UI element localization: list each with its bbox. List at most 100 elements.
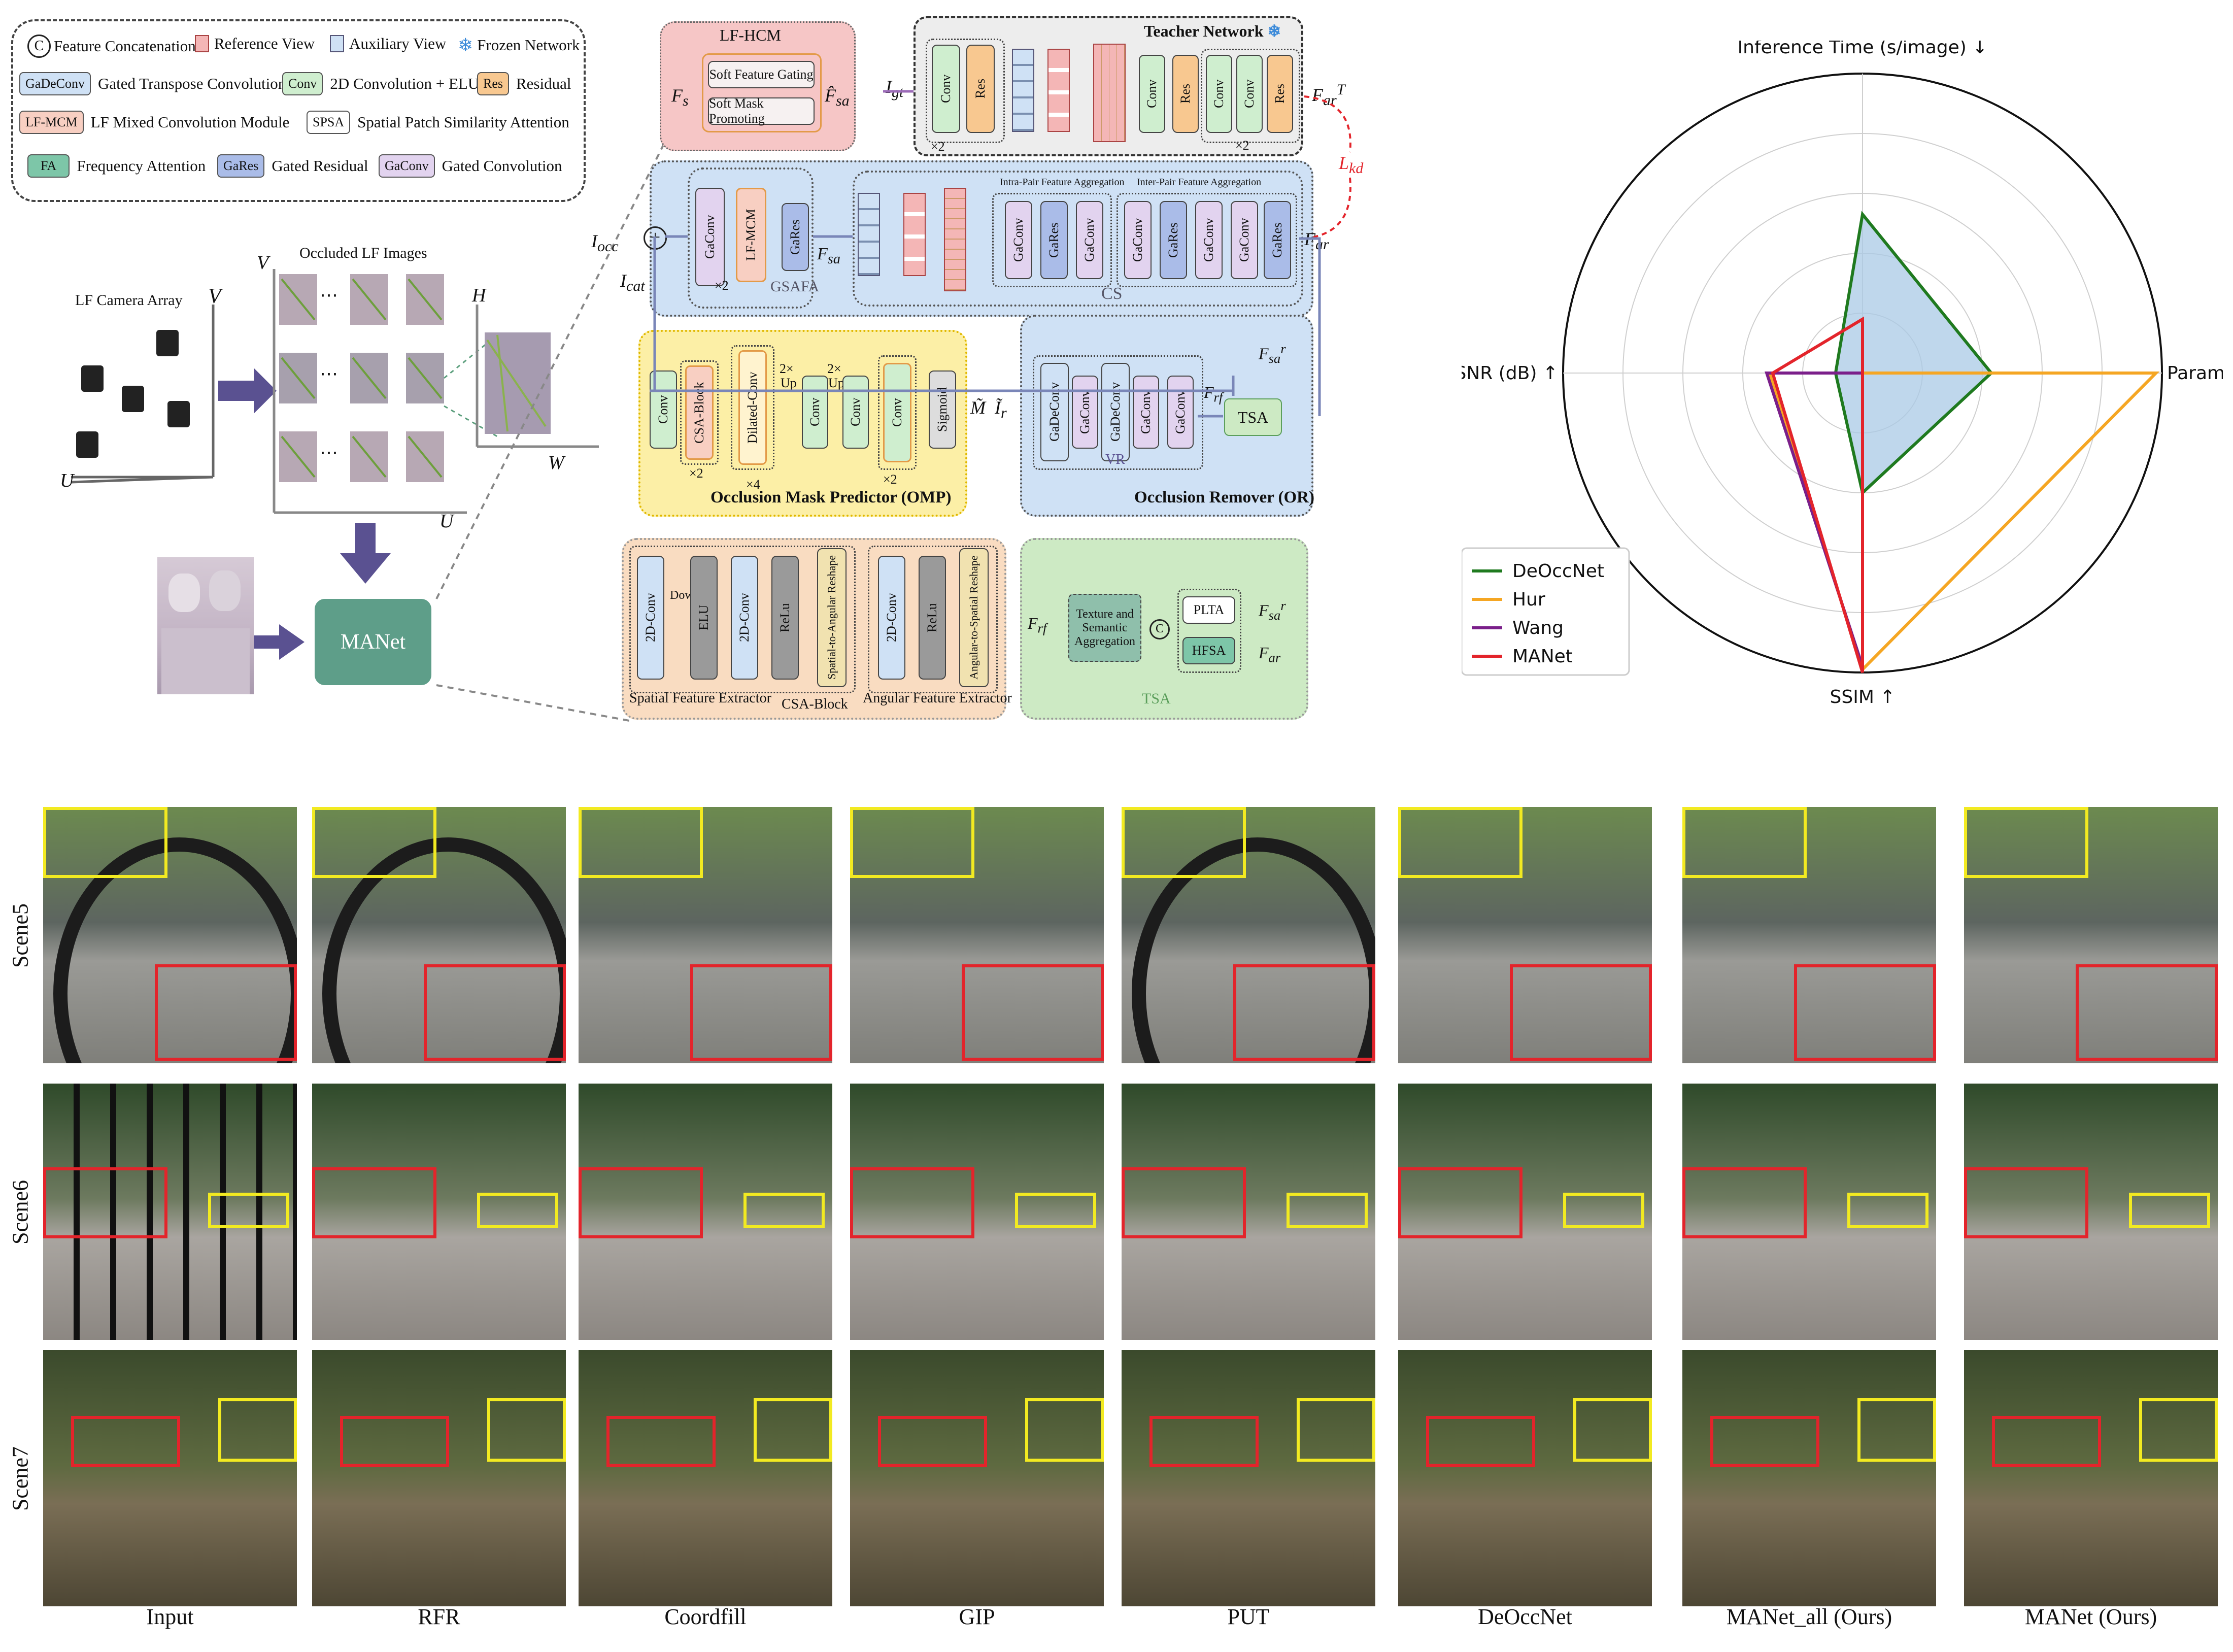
yellow-highlight-box <box>487 1398 566 1462</box>
red-highlight-box <box>1992 1416 2101 1467</box>
lfhcm-output-label: F̂sa <box>825 85 850 110</box>
legend-gadeconv: GaDeConv Gated Transpose Convolution <box>19 72 286 95</box>
snowflake-icon: ❄ <box>458 35 473 55</box>
lfhcm-output-f: F̂ <box>825 85 836 106</box>
soft-mask-promoting-block: Soft Mask Promoting <box>708 96 815 126</box>
iocc-sub: occ <box>597 238 619 255</box>
spatial-extractor-label: Spatial Feature Extractor <box>629 690 771 706</box>
or-title: Occlusion Remover (OR) <box>1134 488 1314 507</box>
red-highlight-box <box>43 1167 167 1238</box>
gsafa-label: GSAFA <box>770 278 820 295</box>
yellow-highlight-box <box>1287 1193 1368 1228</box>
radar-legend-label: DeOccNet <box>1512 561 1604 582</box>
fsar-label: Fsar <box>1259 341 1286 366</box>
hw-axis-w-label: W <box>548 452 564 474</box>
kd-loss-arc <box>1304 95 1351 240</box>
capture-diagram <box>71 269 599 514</box>
lfhcm-input-label: Fs <box>671 85 689 110</box>
yellow-highlight-box <box>1015 1193 1096 1228</box>
result-image <box>1682 807 1936 1063</box>
red-highlight-box <box>1964 1167 2088 1238</box>
legend-concat: C Feature Concatenation <box>27 35 196 58</box>
frf-sub: rf <box>1213 389 1223 405</box>
loss-sub: kd <box>1349 160 1364 177</box>
occluder-fence <box>43 1084 297 1340</box>
tsa-far-sub: ar <box>1268 650 1281 665</box>
teacher-title-text: Teacher Network <box>1144 22 1264 40</box>
teacher-stem <box>926 39 1005 143</box>
csa-2dconv-3: 2D-Conv <box>878 556 905 680</box>
camera-axis-v-label: V <box>208 285 221 308</box>
legend-conv-label: 2D Convolution + ELU <box>330 75 480 92</box>
result-image <box>312 1350 566 1606</box>
red-highlight-box <box>579 1167 703 1238</box>
gares-chip: GaRes <box>217 154 265 178</box>
icat-i: I <box>620 271 626 291</box>
tsa-fsar-label: Fsar <box>1259 598 1286 623</box>
legend-concat-label: Feature Concatenation <box>54 37 196 55</box>
radar-series-manet <box>1771 316 1864 673</box>
camera-axis-u-label: U <box>60 470 74 491</box>
tsa-label: TSA <box>1142 690 1171 707</box>
loss-kd-label: Lkd <box>1339 152 1363 177</box>
red-highlight-box <box>2076 964 2218 1061</box>
yellow-highlight-box <box>1682 807 1807 878</box>
omp-x2-a: ×2 <box>689 466 703 481</box>
radar-legend-label: MANet <box>1512 646 1573 667</box>
radar-legend-label: Wang <box>1512 618 1564 638</box>
result-image <box>579 1084 832 1340</box>
omp-x4: ×4 <box>746 477 760 492</box>
teacher-head <box>1201 49 1300 143</box>
mask-label: M̃ <box>970 397 986 418</box>
deoccluded-output-image <box>157 557 254 694</box>
vr-label: VR <box>1105 452 1125 467</box>
lf-axis-v-label: V <box>257 252 269 274</box>
red-highlight-box <box>340 1416 449 1467</box>
lf-thumbnails <box>279 274 444 482</box>
red-highlight-box <box>1682 1167 1807 1238</box>
scene-label: Scene5 <box>8 903 33 968</box>
method-caption: Coordfill <box>664 1604 747 1629</box>
red-highlight-box <box>606 1416 716 1467</box>
yellow-highlight-box <box>1857 1398 1936 1462</box>
tsa-far-label: Far <box>1259 644 1280 665</box>
arrow-left <box>254 624 304 660</box>
yellow-highlight-box <box>477 1193 558 1228</box>
cs-intra-label: Intra-Pair Feature Aggregation <box>1000 177 1125 188</box>
legend-spsa-label: Spatial Patch Similarity Attention <box>357 113 569 131</box>
vr-region <box>1033 355 1203 470</box>
cs-inter-label: Inter-Pair Feature Aggregation <box>1137 177 1262 188</box>
hw-axis-h-label: H <box>472 285 486 306</box>
red-highlight-box <box>1794 964 1936 1061</box>
method-caption: GIP <box>959 1604 995 1629</box>
method-caption: DeOccNet <box>1478 1604 1572 1629</box>
legend-frozen-label: Frozen Network <box>477 36 580 54</box>
loss-l: L <box>1339 153 1349 173</box>
fa-chip: FA <box>27 154 70 178</box>
tsa-agg-label: Texture and Semantic Aggregation <box>1074 607 1135 648</box>
lfhcm-title: LF-HCM <box>720 26 781 44</box>
gaconv-chip: GaConv <box>379 154 435 178</box>
result-image <box>579 1350 832 1606</box>
legend-reference: Reference View <box>195 35 315 53</box>
yellow-highlight-box <box>1573 1398 1652 1462</box>
result-image <box>1398 1350 1652 1606</box>
radar-axis-label: SSIM ↑ <box>1830 687 1896 707</box>
soft-feature-gating-label: Soft Feature Gating <box>709 67 814 82</box>
dashed-connectors <box>435 131 671 722</box>
cameras <box>76 330 190 458</box>
radar-legend-label: Hur <box>1512 589 1545 610</box>
lfmcm-chip: LF-MCM <box>19 111 84 134</box>
omp-up2-label: Up <box>828 376 844 390</box>
result-image <box>1682 1350 1936 1606</box>
gadeconv-chip: GaDeConv <box>19 72 91 95</box>
grid-dots: ⋯ <box>320 363 338 384</box>
lfhcm-input-sub: s <box>683 92 689 110</box>
teacher-title: Teacher Network ❄ <box>1144 21 1281 41</box>
legend-res-label: Residual <box>516 75 571 92</box>
tsa-concat-icon: C <box>1149 619 1170 639</box>
concat-icon: C <box>27 35 51 58</box>
arrow-down <box>340 523 391 584</box>
red-highlight-box <box>850 1167 974 1238</box>
red-highlight-box <box>1233 964 1375 1061</box>
